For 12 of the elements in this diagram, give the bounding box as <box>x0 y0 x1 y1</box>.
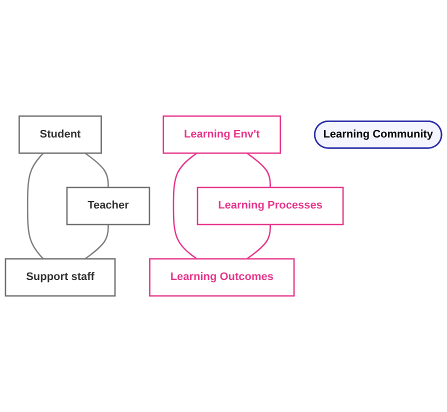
connector <box>246 224 271 260</box>
connector <box>246 152 271 188</box>
connector <box>84 224 109 260</box>
node-box: Support staff <box>4 258 116 297</box>
node-box: Learning Env't <box>162 115 282 154</box>
node-box: Learning Processes <box>196 186 344 226</box>
node-box: Learning Outcomes <box>149 258 295 297</box>
connector <box>26 152 44 260</box>
connector <box>172 152 198 260</box>
connector <box>84 152 109 188</box>
node-box: Teacher <box>66 186 150 226</box>
node-box: Student <box>18 115 102 154</box>
